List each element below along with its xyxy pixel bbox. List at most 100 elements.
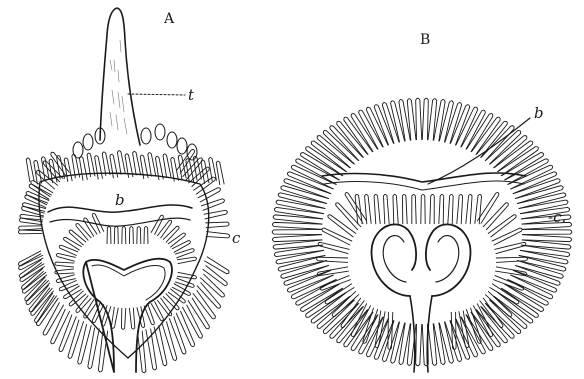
panel-a-outer-ray xyxy=(198,188,221,202)
panel-b-inner-ray xyxy=(448,194,453,224)
panel-b-inner-ray xyxy=(322,228,352,245)
panel-b-outer-ray xyxy=(359,110,383,149)
panel-a-knob xyxy=(73,142,83,158)
panel-a-knob xyxy=(187,144,197,160)
panel-a-letter: A xyxy=(163,11,175,27)
panel-b-inner-ray xyxy=(325,284,354,304)
panel-b-inner-ray xyxy=(320,275,351,290)
panel-b-inner-ray xyxy=(494,242,525,253)
panel-a-outer-ray xyxy=(22,203,45,214)
panel-a-outer-ray xyxy=(110,154,118,178)
panel-b-outer-ray xyxy=(461,110,485,149)
panel-a-inner-ray xyxy=(177,257,197,264)
panel-a-inner-ray xyxy=(121,308,125,329)
panel-b-inner-ray xyxy=(402,194,407,224)
panel-a-inner-ray xyxy=(137,227,141,244)
panel-a-outer-ray xyxy=(193,156,201,180)
panel-a-outer-ray xyxy=(26,158,34,182)
panel-a-inner-ray xyxy=(168,289,185,303)
panel-b-outer-ray xyxy=(291,165,336,189)
panel-b-outer-ray xyxy=(351,114,377,153)
panel-b-outer-ray xyxy=(416,324,422,366)
panel-a-inner-ray xyxy=(55,262,75,267)
panel-b-inner-ray xyxy=(457,194,463,224)
panel-a-column xyxy=(100,8,140,145)
panel-a-outer-ray xyxy=(102,152,110,176)
panel-a-outer-ray xyxy=(59,315,76,352)
panel-a-inner-ray xyxy=(172,241,191,253)
panel-a-outer-ray xyxy=(216,161,224,185)
panel-b-inner-ray xyxy=(490,284,519,304)
panel-a-outer-ray xyxy=(148,153,156,177)
panel-a-cavity xyxy=(83,259,172,372)
panel-b: B b -c. xyxy=(272,32,572,372)
panel-a-inner-ray xyxy=(163,226,179,242)
panel-a-outer-ray xyxy=(88,328,99,369)
panel-b-letter: B xyxy=(420,32,430,48)
panel-b-inner-ray xyxy=(430,194,434,224)
panel-a-inner-ray xyxy=(168,233,185,247)
panel-b-outer-ray xyxy=(466,114,492,153)
panel-a-label-t: t xyxy=(188,86,195,104)
panel-a-outer-ray xyxy=(203,265,228,285)
panel-a-inner-ray xyxy=(69,291,86,306)
panel-b-outer-ray xyxy=(416,98,422,140)
panel-a-outer-ray xyxy=(204,257,229,274)
panel-a-inner-ray xyxy=(114,227,118,244)
panel-a-outer-ray xyxy=(133,151,141,175)
panel-a-outer-ray xyxy=(18,251,43,266)
panel-b-label-c: -c. xyxy=(548,208,566,226)
panel-b-inner-ray xyxy=(493,275,524,290)
panel-a: A t b c xyxy=(18,8,241,373)
panel-a-leader-t xyxy=(128,94,185,95)
panel-b-inner-ray xyxy=(374,194,380,224)
panel-b-outer-ray xyxy=(291,275,336,299)
panel-a-outer-ray xyxy=(204,210,228,219)
panel-a-outer-ray xyxy=(137,331,146,373)
panel-a-inner-ray xyxy=(144,227,148,244)
panel-a-outer-ray xyxy=(162,321,177,360)
panel-b-inner-ray xyxy=(383,194,389,224)
panel-b-outer-ray xyxy=(428,99,437,141)
panel-b-inner-ray xyxy=(421,194,425,224)
panel-b-cavity-right-inner xyxy=(436,236,459,282)
panel-b-outer-rays xyxy=(272,98,572,366)
panel-b-inner-ray xyxy=(412,194,416,224)
panel-b-cavity-left-inner xyxy=(383,236,406,282)
panel-a-outer-ray xyxy=(98,330,107,372)
panel-a-outer-ray xyxy=(68,320,84,359)
panel-a-inner-ray xyxy=(84,218,98,237)
panel-a-knob xyxy=(83,134,93,150)
panel-a-inner-ray xyxy=(76,224,91,241)
panel-a-inner-ray xyxy=(64,237,82,250)
panel-a-outer-ray xyxy=(64,158,72,182)
panel-a-basal-knobs xyxy=(73,124,197,160)
panel-a-outer-ray xyxy=(169,317,186,354)
panel-a-outer-ray xyxy=(95,156,103,180)
panel-b-inner-ray xyxy=(488,215,516,237)
panel-a-inner-ray xyxy=(122,227,126,244)
panel-a-outer-ray xyxy=(201,199,224,211)
panel-a-outer-ray xyxy=(79,157,87,181)
panel-a-inner-ray xyxy=(157,220,171,238)
panel-a-inner-ray xyxy=(129,308,134,329)
panel-a-knob xyxy=(155,124,165,140)
panel-a-cavity-inner xyxy=(92,265,165,300)
panel-b-outer-ray xyxy=(428,323,437,365)
panel-a-outer-ray xyxy=(176,311,195,347)
panel-a-inner-ray xyxy=(111,307,118,328)
panel-a-inner-ray xyxy=(69,230,86,245)
panel-b-outer-ray xyxy=(272,229,322,234)
panel-b-outer-ray xyxy=(272,235,322,242)
panel-b-inner-ray xyxy=(492,228,522,245)
panel-a-outer-ray xyxy=(206,232,230,238)
panel-a-label-b: b xyxy=(115,191,125,209)
panel-b-outer-ray xyxy=(422,98,428,140)
panel-a-inner-ray xyxy=(107,227,111,244)
panel-a-outer-ray xyxy=(18,229,42,234)
panel-a-band-b-lower xyxy=(50,218,190,226)
panel-b-outer-ray xyxy=(407,99,416,141)
panel-a-inner-ray xyxy=(76,295,91,312)
